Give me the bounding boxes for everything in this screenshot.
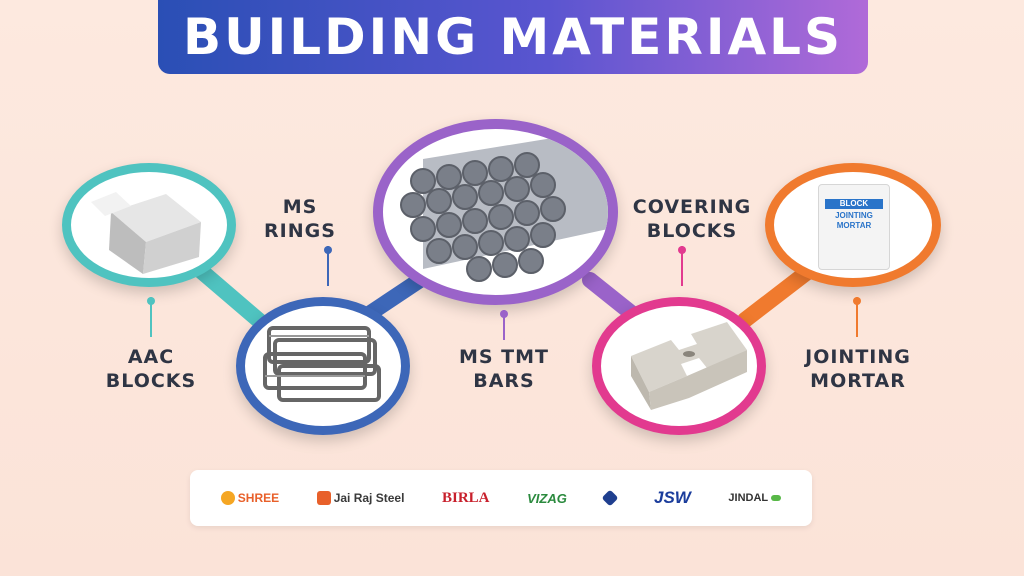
brand-jsw: JSW (653, 488, 691, 507)
brand-shree: SHREE (220, 491, 279, 505)
aac-blocks-circle (62, 163, 236, 287)
brand-jindal: JINDAL (728, 492, 782, 504)
covering-blocks-circle (592, 297, 766, 435)
sail-logo-icon (601, 489, 619, 507)
mortar-bag-line3: MORTAR (836, 221, 872, 230)
aac-block-icon (91, 192, 201, 274)
brand-sail (601, 489, 619, 507)
mortar-bag-brand: BLOCK (825, 199, 883, 209)
title-banner: BUILDING MATERIALS (158, 0, 868, 74)
mortar-bag-icon: BLOCK JOINTING MORTAR (818, 184, 890, 270)
cover-block-icon (631, 322, 747, 410)
brand-birla: BIRLA (442, 489, 490, 506)
jairaj-logo-icon (316, 491, 331, 505)
steel-rings-icon (263, 326, 381, 402)
brand-logos-bar: SHREE Jai Raj Steel BIRLA VIZAG JSW JIND… (190, 470, 812, 526)
page-title: BUILDING MATERIALS (182, 8, 844, 66)
brand-jairaj: Jai Raj Steel (316, 491, 404, 505)
aac-tick (147, 297, 155, 337)
jointing-mortar-circle: BLOCK JOINTING MORTAR (765, 163, 941, 287)
jindal-logo-icon (771, 495, 782, 501)
cover-tick (678, 246, 686, 286)
shree-logo-icon (220, 491, 235, 505)
rings-tick (324, 246, 332, 286)
connector-cover-mortar (737, 262, 818, 328)
brand-vizag: VIZAG (527, 490, 567, 506)
tmt-bars-circle (373, 119, 618, 305)
tmt-tick (500, 310, 508, 340)
ms-rings-circle (236, 297, 410, 435)
tmt-bars-icon (400, 129, 608, 282)
mortar-bag-line2: JOINTING (835, 211, 873, 220)
mortar-tick (853, 297, 861, 337)
